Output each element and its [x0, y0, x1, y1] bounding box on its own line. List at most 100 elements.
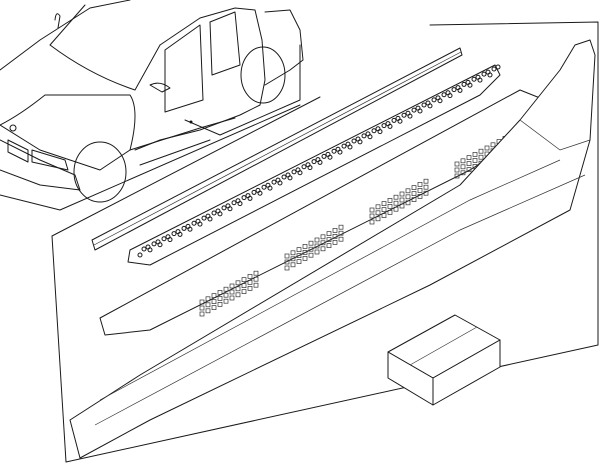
plate-hole [251, 189, 257, 195]
carrier-rib [302, 244, 308, 249]
carrier-rib [326, 237, 332, 242]
plate-hole [185, 223, 191, 229]
carrier-rib [405, 194, 411, 200]
carrier-rib [460, 158, 466, 164]
carrier-rib [320, 246, 326, 252]
carrier-rib [296, 247, 302, 252]
plate-hole [175, 229, 181, 235]
plate-hole [255, 187, 261, 193]
carrier-rib [478, 154, 484, 160]
carrier-rib [454, 161, 460, 167]
plate-hole [215, 208, 221, 214]
carrier-rib [229, 283, 235, 289]
carrier-rib [484, 145, 490, 151]
vehicle-illustration [0, 0, 304, 211]
plate-hole [161, 236, 167, 242]
carrier-rib [320, 240, 326, 246]
carrier-rib [290, 262, 296, 268]
plate-hole [401, 112, 407, 118]
carrier-rib [235, 286, 241, 292]
carrier-rib [387, 204, 393, 209]
carrier-rib [217, 302, 223, 307]
trim-strip [91, 47, 463, 251]
plate-hole [441, 92, 447, 98]
carrier-rib [314, 237, 320, 243]
carrier-rib [314, 249, 320, 255]
carrier-rib [217, 290, 223, 295]
carrier-rib [302, 256, 308, 261]
carrier-rib [211, 305, 217, 310]
plate-hole [461, 81, 467, 87]
plate-hole [491, 66, 497, 72]
plate-hole [465, 79, 471, 85]
plate-hole [371, 128, 377, 134]
carrier-rib [223, 298, 229, 304]
carrier-rib [454, 167, 460, 173]
carrier-rib [284, 253, 290, 259]
plate-hole [151, 241, 157, 247]
carrier-rib [338, 230, 344, 236]
carrier-rib [466, 161, 472, 166]
carrier-rib [211, 299, 217, 304]
carrier-rib [235, 292, 241, 298]
carrier-rib [247, 286, 253, 291]
carrier-rib [466, 155, 472, 160]
carrier-rib [290, 256, 296, 262]
carrier-rib [417, 182, 423, 187]
carrier-rib [229, 289, 235, 295]
plate-hole [331, 148, 337, 154]
carrier-rib [454, 173, 460, 179]
carrier-rib [460, 170, 466, 176]
carrier-rib [308, 240, 314, 246]
carrier-rib [472, 158, 478, 163]
carrier-rib [375, 204, 381, 210]
carrier-rib [375, 216, 381, 222]
plate-hole [381, 123, 387, 129]
plate-hole [481, 71, 487, 77]
carrier-rib [241, 283, 247, 288]
carrier-rib [381, 213, 387, 218]
carrier-rib [223, 292, 229, 298]
plate-hole [495, 64, 501, 70]
carrier-rib [253, 282, 259, 288]
carrier-rib [387, 198, 393, 203]
carrier-rib [393, 200, 399, 206]
carrier-rib [381, 201, 387, 206]
carrier-rib [229, 295, 235, 301]
plate-hole [241, 195, 247, 201]
plate-hole [435, 95, 441, 101]
carrier-rib [296, 253, 302, 258]
carrier-rib [466, 167, 472, 172]
plate-hole [265, 182, 271, 188]
carrier-rib [387, 210, 393, 215]
plate-hole [285, 172, 291, 178]
plate-hole [191, 220, 197, 226]
carrier-rib [417, 188, 423, 193]
carrier-rib [247, 274, 253, 279]
carrier-rib [460, 164, 466, 170]
carrier-rib [423, 184, 429, 190]
carrier-rib [302, 250, 308, 255]
plate-hole [471, 76, 477, 82]
carrier-rib [375, 210, 381, 216]
plate-hole [345, 141, 351, 147]
plate-hole [211, 210, 217, 216]
carrier-rib [332, 234, 338, 239]
plate-hole [375, 126, 381, 132]
carrier-rib [405, 200, 411, 206]
plate-hole [275, 177, 281, 183]
plate-hole [205, 213, 211, 219]
plate-hole [235, 198, 241, 204]
plate-hole [431, 97, 437, 103]
plate-hole [195, 218, 201, 224]
plate-hole [301, 164, 307, 170]
plate-hole [181, 225, 187, 231]
parts-panel-frame [51, 21, 599, 463]
plate-hole [451, 87, 457, 93]
carrier-rib [411, 185, 417, 190]
plate-hole [475, 74, 481, 80]
carrier-rib [369, 213, 375, 219]
plate-hole [271, 179, 277, 185]
plate-hole [485, 69, 491, 75]
